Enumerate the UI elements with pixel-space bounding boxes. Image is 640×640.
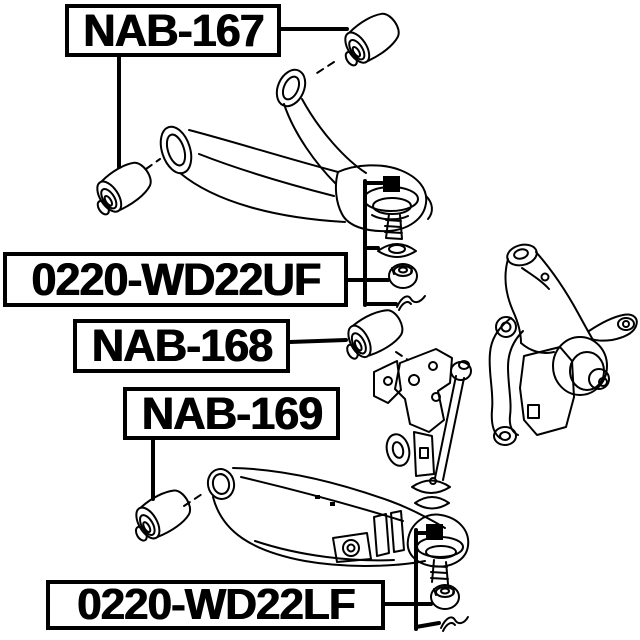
lower-ball-joint-marker [426, 524, 443, 540]
part-number-text: 0220-WD22LF [76, 580, 356, 629]
upper-ball-joint-hardware-figure [377, 213, 426, 311]
part-number-text: NAB-167 [82, 4, 265, 56]
alignment-dash-line [145, 158, 161, 170]
part-label-nab-169: NAB-169 [123, 387, 340, 440]
lower-control-arm-figure [206, 467, 470, 568]
upper-arm-front-bushing-figure [85, 155, 159, 222]
part-label-nab-167: NAB-167 [65, 4, 281, 57]
leader-lines [117, 27, 441, 631]
frame-bracket-figure [373, 348, 453, 477]
upper-control-arm-figure [159, 68, 433, 233]
lower-arm-front-bushing-figure [124, 483, 198, 548]
part-label-0220-wd22lf: 0220-WD22LF [46, 580, 385, 630]
alignment-dash-line [316, 61, 335, 74]
shock-absorber-figure [411, 360, 472, 510]
alignment-dash-line [183, 493, 203, 507]
upper-arm-rear-bushing-figure [333, 6, 407, 73]
part-number-text: NAB-169 [141, 387, 323, 439]
alignment-dash-line [395, 351, 409, 361]
lower-arm-rear-bushing-figure [336, 302, 410, 366]
part-number-text: NAB-168 [91, 320, 273, 371]
steering-knuckle-figure [488, 243, 638, 446]
lower-ball-joint-hardware-figure [430, 559, 469, 632]
part-number-text: 0220-WD22UF [30, 253, 321, 305]
part-label-0220-wd22uf: 0220-WD22UF [3, 252, 348, 307]
part-label-nab-168: NAB-168 [73, 319, 290, 373]
upper-ball-joint-marker [383, 176, 400, 192]
